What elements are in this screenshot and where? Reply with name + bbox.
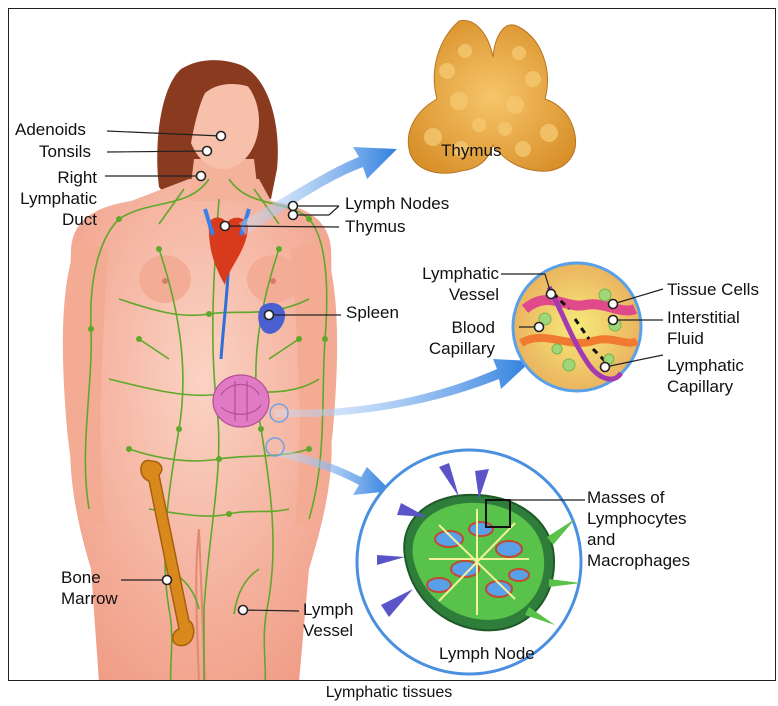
- label-adenoids: Adenoids: [15, 119, 86, 140]
- lymph-node-inset: [357, 450, 581, 674]
- label-lymph-vessel: Lymph Vessel: [303, 599, 353, 641]
- figure-frame: Adenoids Tonsils Right Lymphatic Duct Ly…: [8, 8, 776, 681]
- label-lymph-node: Lymph Node: [439, 643, 535, 664]
- intestine: [213, 375, 269, 427]
- label-lymph-nodes: Lymph Nodes: [345, 193, 449, 214]
- label-thymus: Thymus: [345, 216, 405, 237]
- label-masses-of-lymphocytes: Masses of Lymphocytes and Macrophages: [587, 487, 690, 571]
- label-lymphatic-vessel: Lymphatic Vessel: [389, 263, 499, 305]
- label-tonsils: Tonsils: [39, 141, 91, 162]
- figure-caption: Lymphatic tissues: [0, 684, 778, 702]
- label-interstitial-fluid: Interstitial Fluid: [667, 307, 740, 349]
- label-right-lymphatic-duct: Right Lymphatic Duct: [9, 167, 97, 230]
- label-thymus-organ: Thymus: [441, 140, 501, 161]
- label-blood-capillary: Blood Capillary: [389, 317, 495, 359]
- label-tissue-cells: Tissue Cells: [667, 279, 759, 300]
- label-bone-marrow: Bone Marrow: [61, 567, 118, 609]
- label-lymphatic-capillary: Lymphatic Capillary: [667, 355, 744, 397]
